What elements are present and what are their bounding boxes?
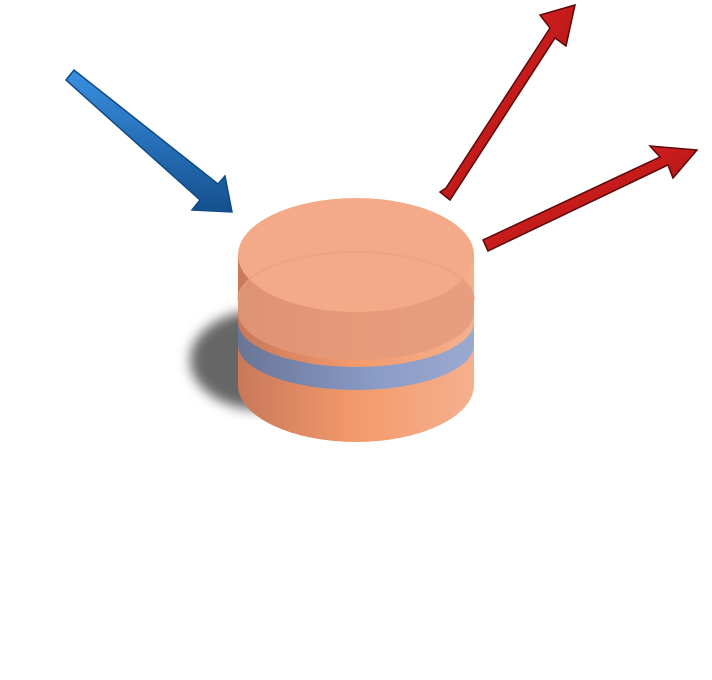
arrow-down-right-icon [64,68,233,213]
arrow-up-right-icon [438,3,577,202]
separator-band [238,322,474,390]
cylinder-top [238,198,474,312]
arrow-right-icon [482,145,699,253]
cylinder [237,198,475,442]
